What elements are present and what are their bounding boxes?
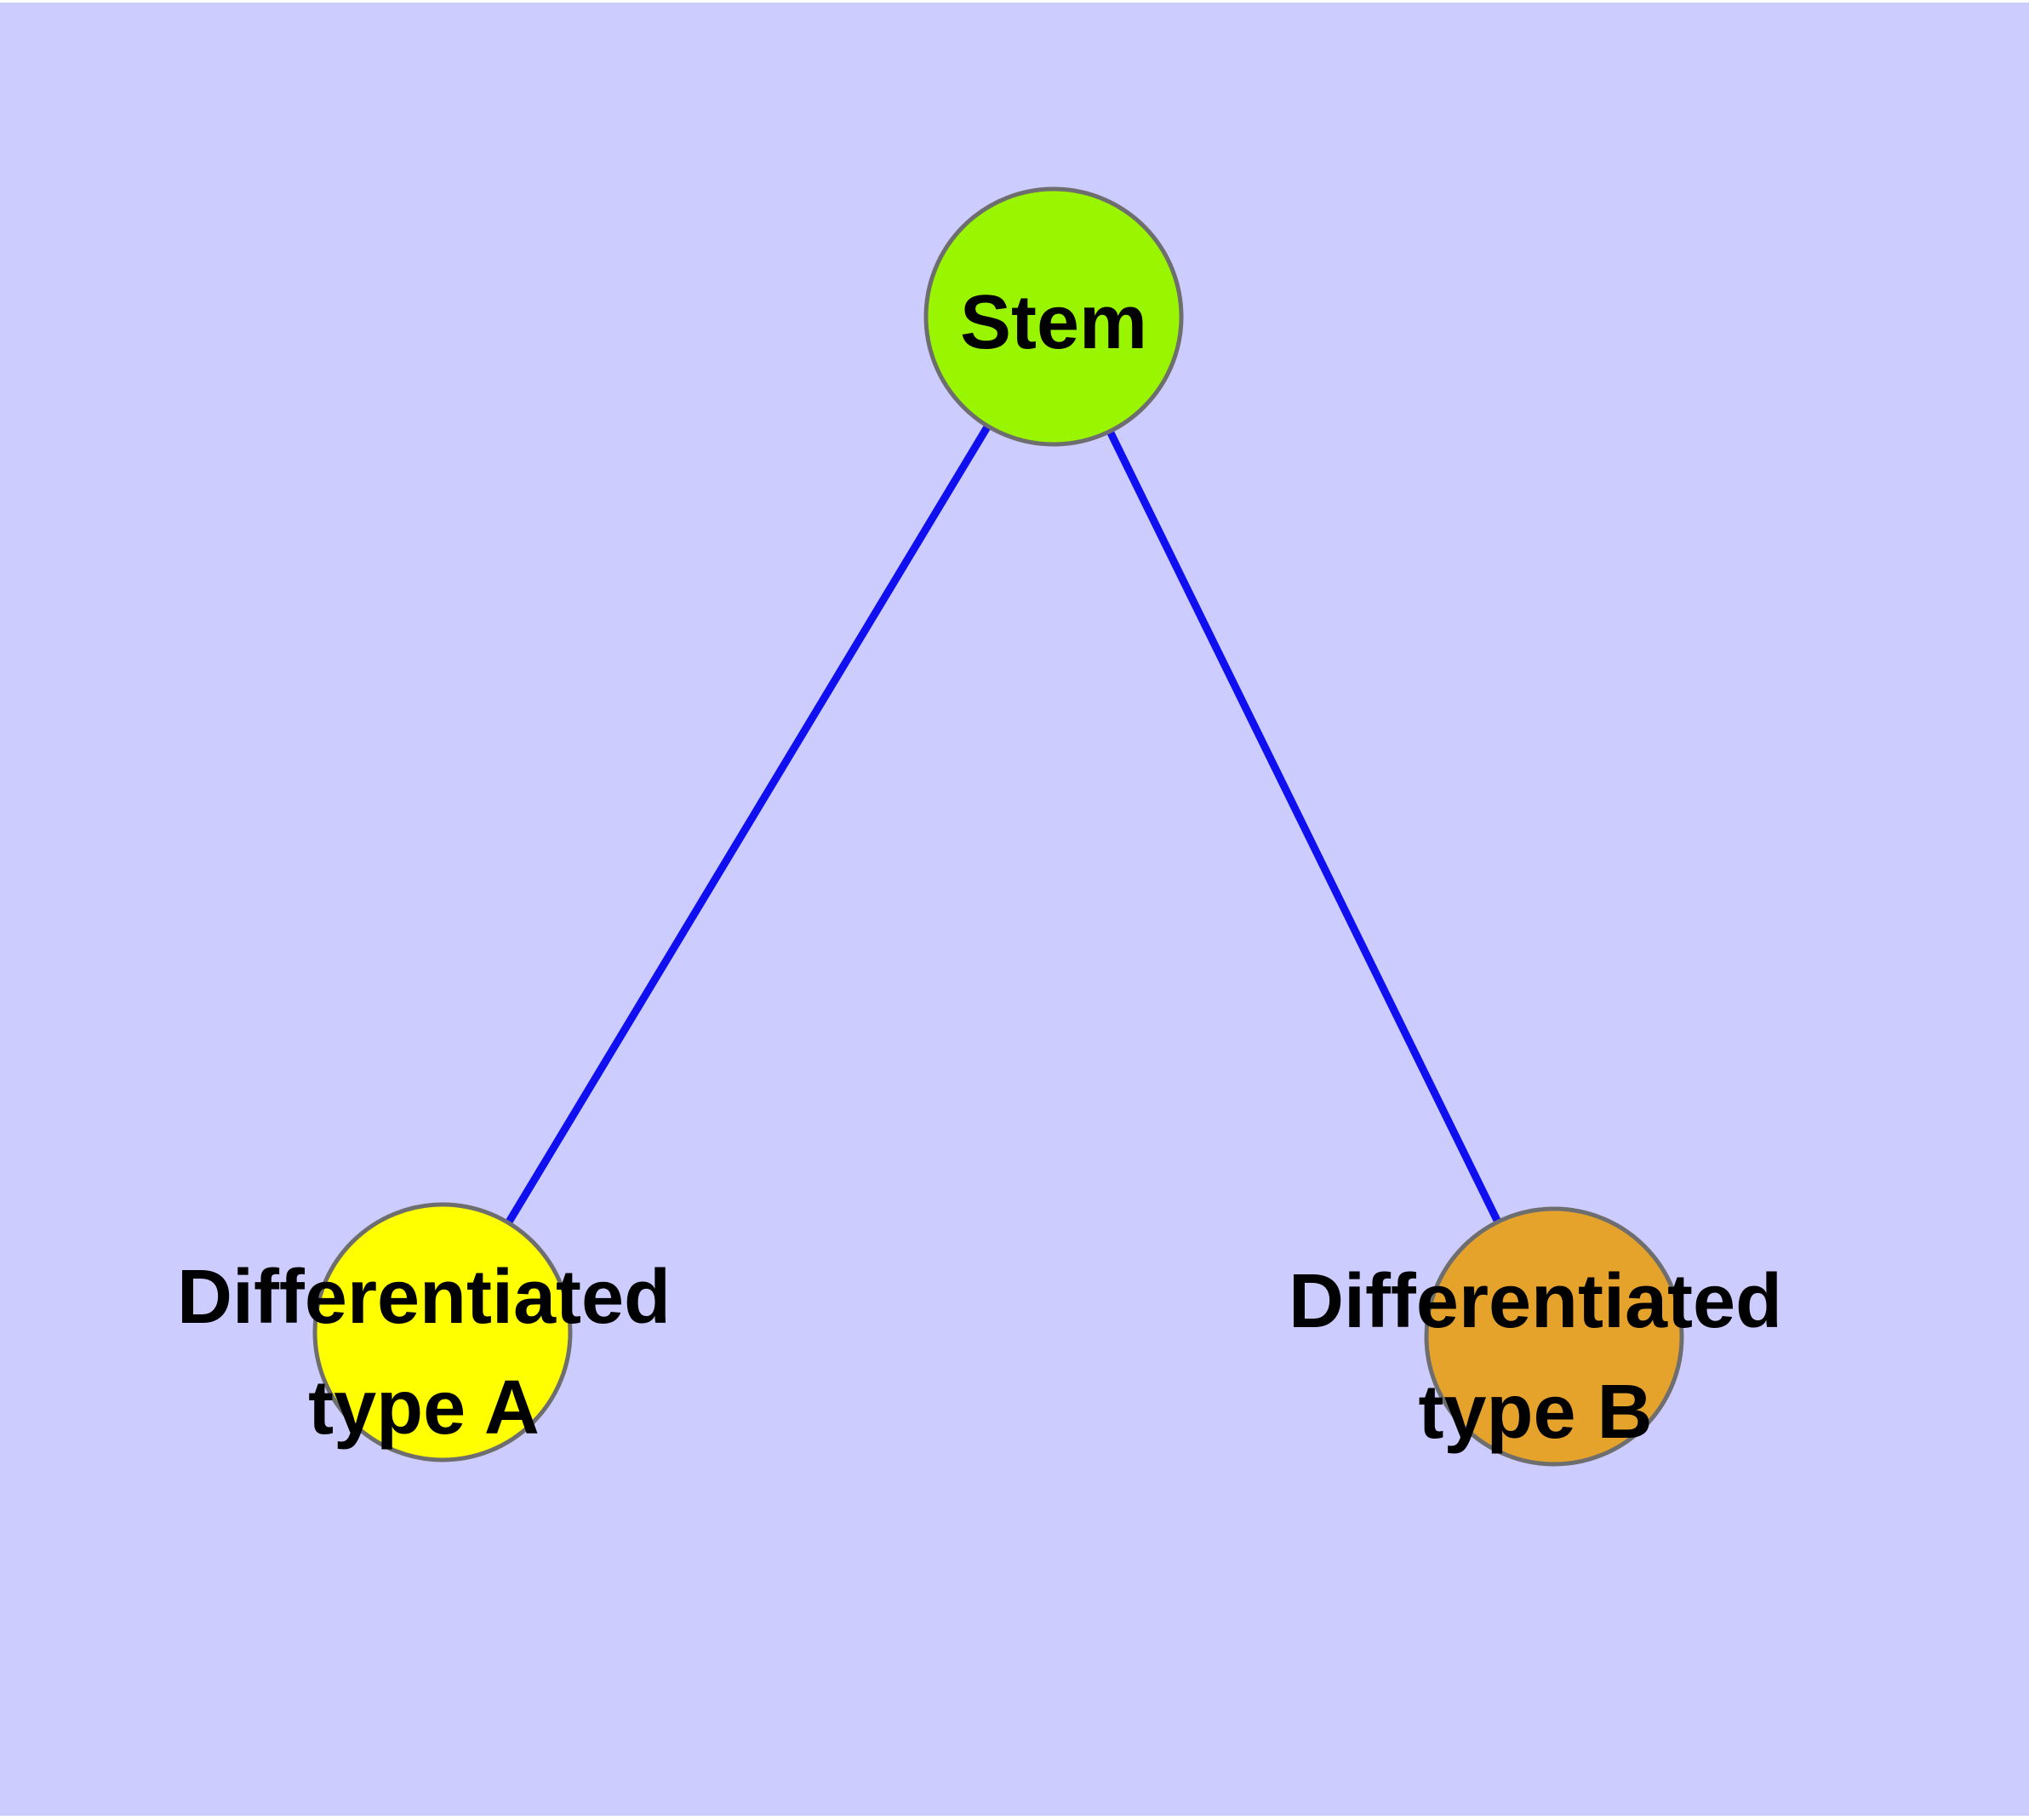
node-label-line: type B — [1418, 1370, 1652, 1455]
node-label-line: Differentiated — [177, 1255, 671, 1340]
node-label-line: type A — [308, 1365, 540, 1451]
node-label-stem: Stem — [960, 280, 1147, 365]
edge-stem-to-differentiated-type-a — [439, 314, 1057, 1335]
node-stem[interactable] — [923, 186, 1184, 447]
node-label-differentiated-type-a: Differentiated type A — [177, 1255, 671, 1451]
edge-stem-to-differentiated-type-b — [1049, 315, 1558, 1338]
node-differentiated-type-a[interactable] — [312, 1202, 573, 1462]
node-differentiated-type-b[interactable] — [1424, 1206, 1684, 1467]
node-label-line: Stem — [960, 280, 1147, 365]
node-label-line: Differentiated — [1289, 1259, 1782, 1344]
node-label-differentiated-type-b: Differentiated type B — [1289, 1259, 1782, 1455]
